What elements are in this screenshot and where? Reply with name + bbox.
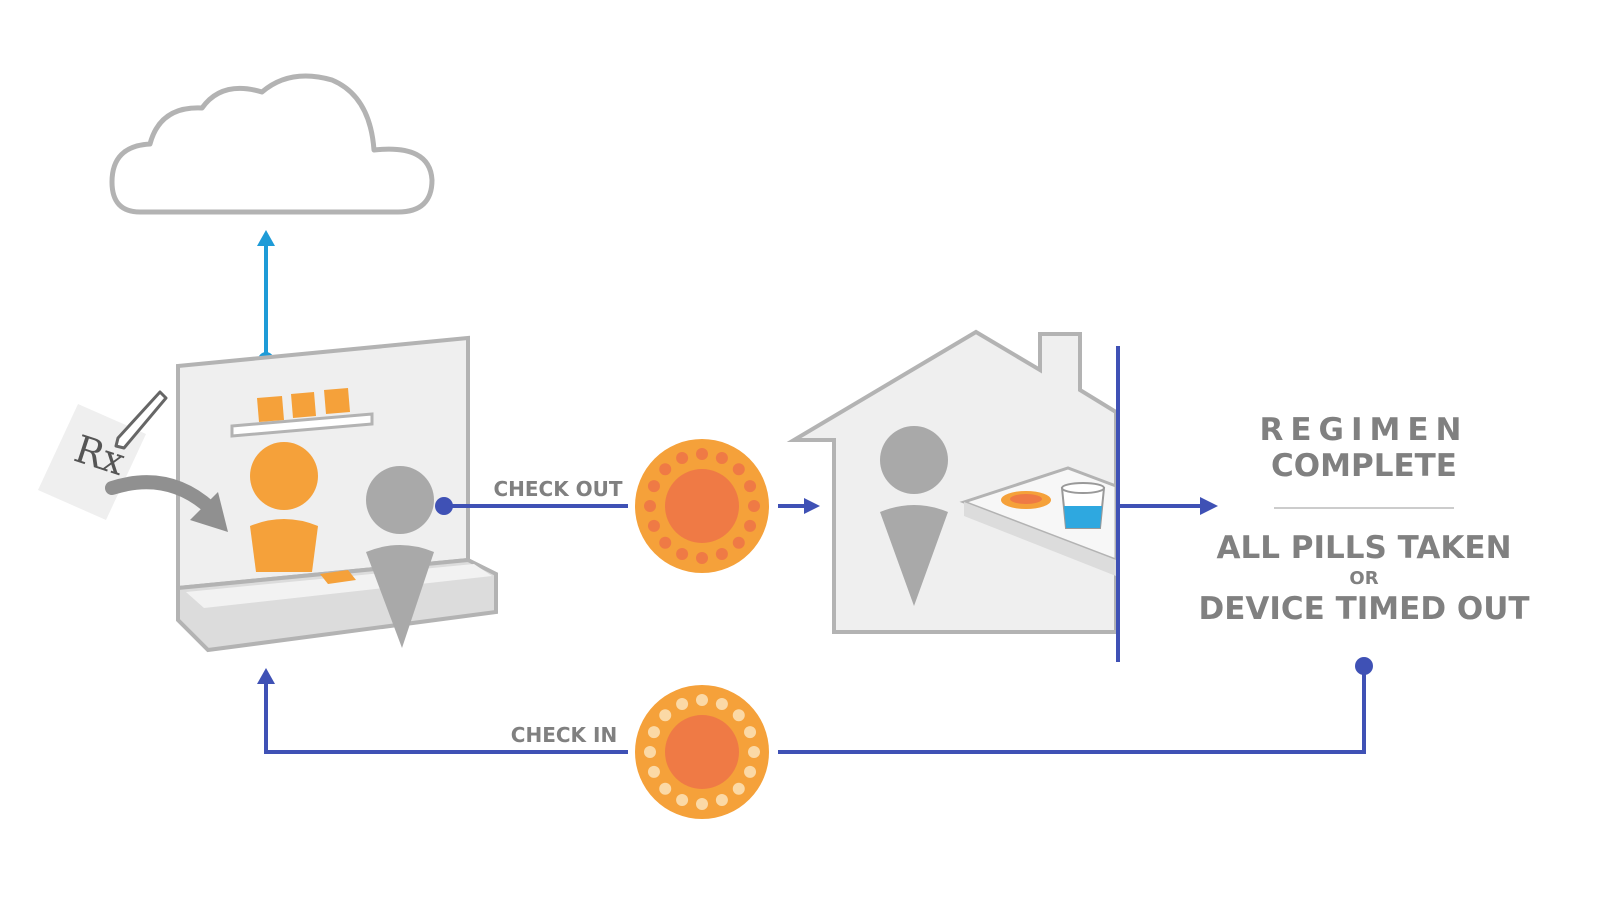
check-out-label: CHECK OUT (493, 477, 622, 501)
pill-compartment (676, 794, 689, 807)
pill-compartment (644, 500, 656, 512)
pill-compartment (676, 548, 689, 561)
pill-compartment (696, 798, 708, 810)
pill-compartment (748, 746, 760, 758)
pill-compartment (659, 709, 672, 722)
pharmacist-icon (250, 442, 318, 572)
completion-flow (1116, 346, 1218, 662)
outcome-or: OR (1349, 568, 1378, 589)
shelf-pill-boxes (257, 388, 350, 422)
pill-bottle-icon (635, 439, 769, 573)
pill-compartment (647, 726, 660, 739)
pill-compartment (715, 548, 728, 561)
pill-compartment (744, 726, 757, 739)
water-glass-icon (1060, 482, 1106, 529)
prescription-arrow (105, 475, 228, 532)
pill-compartment (659, 536, 672, 549)
cloud-icon (109, 73, 435, 215)
pill-compartment (647, 519, 660, 532)
pill-compartment (696, 448, 708, 460)
pill-compartment (647, 480, 660, 493)
to-home-arrow (778, 498, 820, 514)
check-in-label: CHECK IN (511, 723, 617, 747)
pill-compartment (744, 765, 757, 778)
pill-compartment (744, 519, 757, 532)
pill-compartment (744, 480, 757, 493)
outcome-device-timed-out: DEVICE TIMED OUT (1198, 591, 1529, 627)
regimen-status: REGIMEN COMPLETE ALL PILLS TAKEN OR DEVI… (1198, 412, 1529, 627)
pen-icon (114, 390, 168, 450)
check-in-flow: CHECK IN (257, 657, 1373, 754)
pill-compartment (659, 782, 672, 795)
pharmacy-icon (176, 335, 498, 653)
pill-compartment (676, 697, 689, 710)
pill-compartment (715, 451, 728, 464)
pill-compartment (732, 536, 745, 549)
patient-icon (880, 426, 948, 606)
pill-compartment (715, 697, 728, 710)
pill-compartment (676, 451, 689, 464)
home-icon (786, 329, 1118, 634)
pill-compartment (732, 709, 745, 722)
pill-compartment (732, 782, 745, 795)
customer-icon (366, 466, 434, 648)
pill-compartment (696, 694, 708, 706)
check-out-flow: CHECK OUT (435, 477, 628, 515)
outcome-all-pills-taken: ALL PILLS TAKEN (1216, 530, 1511, 566)
pill-compartment (732, 463, 745, 476)
prescription-icon: Rx (38, 404, 146, 520)
cloud-upload-arrow (257, 230, 275, 368)
regimen-title-line1: REGIMEN (1260, 412, 1469, 448)
pill-compartment (748, 500, 760, 512)
pill-compartment (659, 463, 672, 476)
pill-bottle-icon (635, 685, 769, 819)
regimen-title-line2: COMPLETE (1271, 448, 1457, 484)
pill-compartment (715, 794, 728, 807)
pill-compartment (644, 746, 656, 758)
pill-compartment (647, 765, 660, 778)
pill-compartment (696, 552, 708, 564)
